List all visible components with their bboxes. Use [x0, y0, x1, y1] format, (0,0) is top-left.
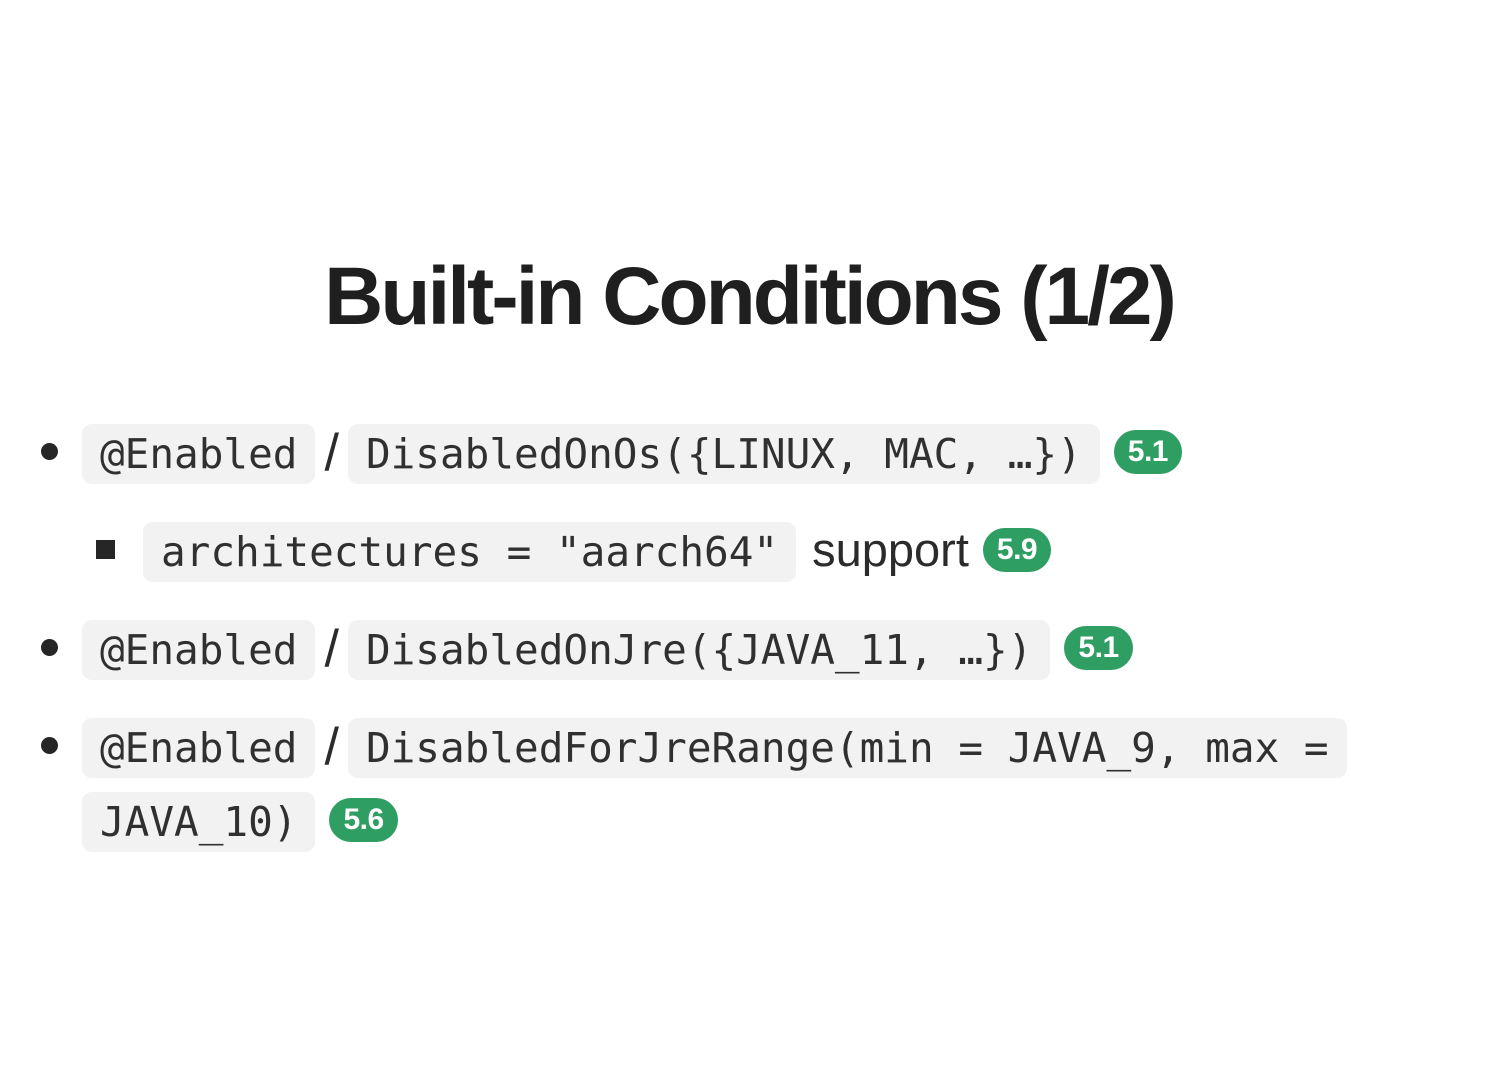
- slash-separator: /: [324, 424, 339, 482]
- bullet-square-icon: [96, 540, 115, 559]
- code-chip: @Enabled: [82, 620, 316, 680]
- bullet-dot-icon: [41, 639, 58, 656]
- bullet-dot-icon: [41, 737, 58, 754]
- code-chip: architectures = "aarch64": [143, 522, 797, 582]
- version-badge: 5.1: [1113, 429, 1182, 474]
- slash-separator: /: [324, 718, 339, 776]
- bullet-dot-icon: [41, 443, 58, 460]
- code-chip: DisabledOnOs({LINUX, MAC, …}): [347, 424, 1100, 484]
- code-chip: @Enabled: [82, 424, 316, 484]
- plain-text: support: [812, 523, 969, 576]
- slash-separator: /: [324, 620, 339, 678]
- list-item: architectures = "aarch64" support 5.9: [0, 514, 1498, 588]
- version-badge: 5.1: [1064, 625, 1133, 670]
- bullet-list: @Enabled/DisabledOnOs({LINUX, MAC, …})5.…: [0, 416, 1498, 882]
- list-item: @Enabled/DisabledOnJre({JAVA_11, …}) 5.1: [0, 612, 1498, 686]
- code-chip: @Enabled: [82, 718, 316, 778]
- version-badge: 5.9: [982, 527, 1052, 572]
- slide-title: Built-in Conditions (1/2): [324, 251, 1177, 342]
- list-item: @Enabled/DisabledOnOs({LINUX, MAC, …}) 5.…: [0, 416, 1498, 490]
- code-chip: DisabledOnJre({JAVA_11, …}): [347, 620, 1051, 680]
- list-item: @Enabled/DisabledForJreRange(min = JAVA_…: [0, 710, 1498, 858]
- version-badge: 5.6: [329, 797, 398, 842]
